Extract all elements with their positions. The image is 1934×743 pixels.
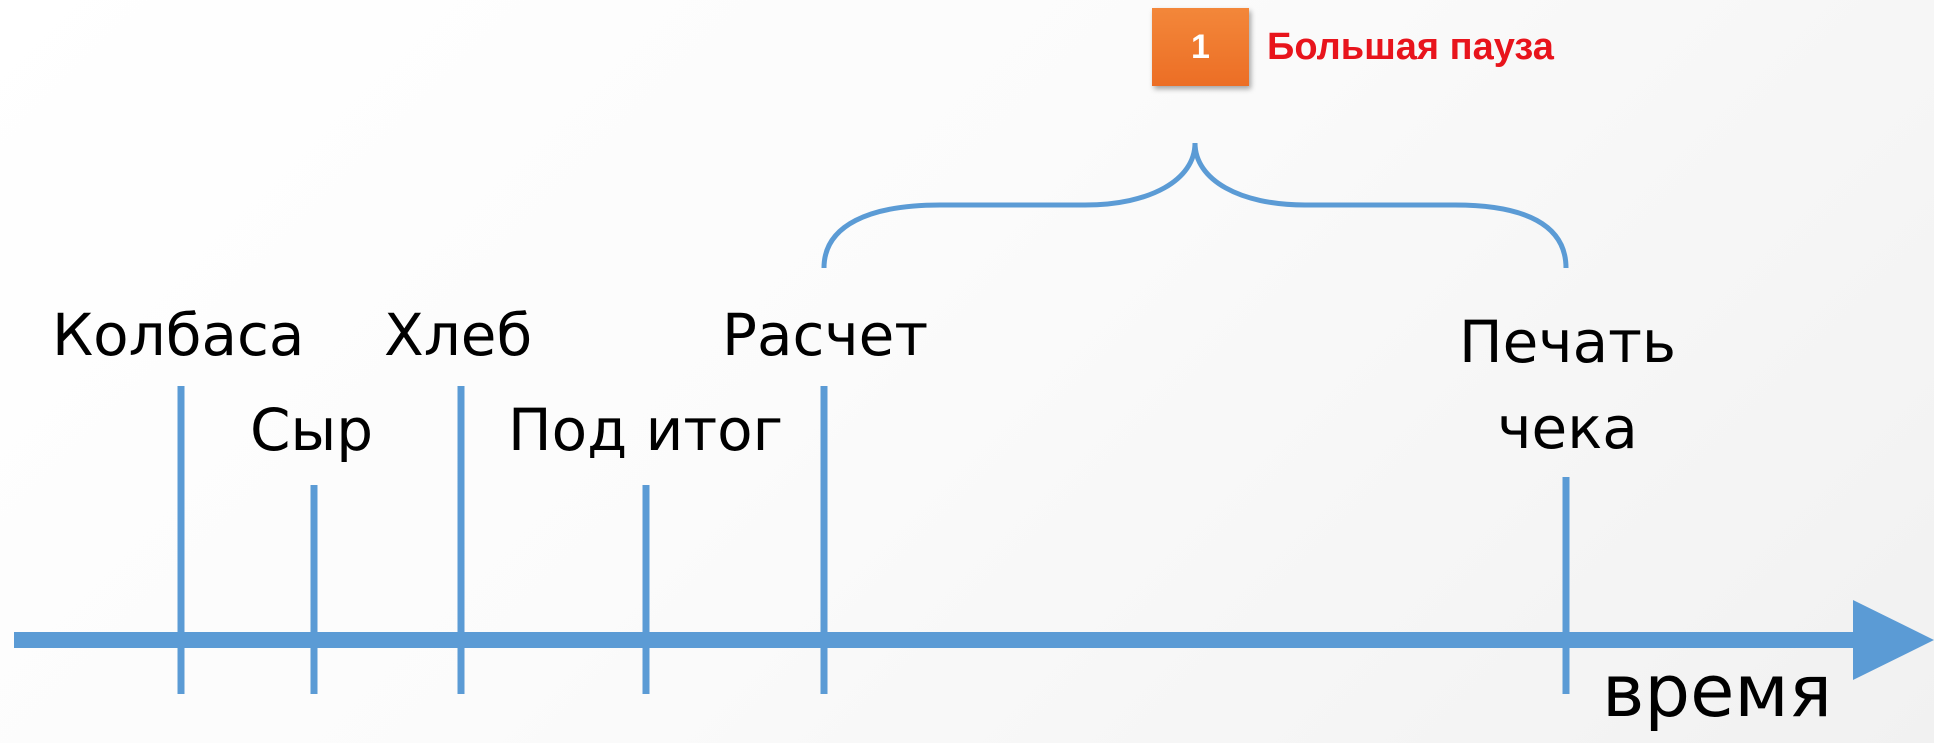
event-label-raschet: Расчет	[722, 301, 929, 369]
pause-annotation-text: Большая пауза	[1267, 26, 1554, 68]
pause-curly-brace	[821, 142, 1569, 269]
pause-number-badge: 1	[1152, 8, 1249, 86]
event-label-kolbasa: Колбаса	[52, 301, 305, 369]
event-label-syr: Сыр	[250, 396, 374, 464]
event-tick-marks	[177, 386, 1570, 694]
pause-number: 1	[1191, 27, 1210, 66]
time-axis-label: время	[1602, 649, 1833, 733]
event-label-pod-itog: Под итог	[508, 396, 784, 464]
time-axis-arrowhead	[1853, 600, 1934, 680]
event-label-hleb: Хлеб	[384, 301, 533, 369]
